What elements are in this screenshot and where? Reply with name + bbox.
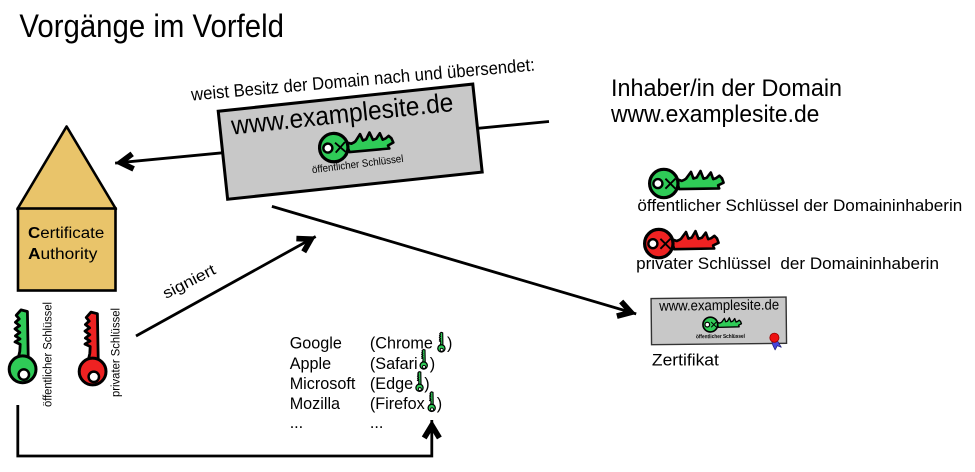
svg-text:Inhaber/in der Domain: Inhaber/in der Domain (611, 75, 842, 102)
svg-text:www.examplesite.de: www.examplesite.de (658, 297, 779, 314)
svg-text:(Chrome: (Chrome (370, 335, 433, 353)
svg-text:): ) (424, 375, 429, 393)
svg-text:(Safari: (Safari (370, 355, 418, 373)
svg-text:www.examplesite.de: www.examplesite.de (610, 101, 819, 128)
svg-text:): ) (430, 355, 435, 373)
svg-text:...: ... (370, 414, 384, 432)
svg-text:privater Schlüssel der Domain: privater Schlüssel der Domaininhaberin (636, 254, 939, 273)
svg-text:Mozilla: Mozilla (290, 395, 340, 413)
svg-text:): ) (447, 335, 452, 353)
svg-text:Apple: Apple (290, 355, 331, 373)
svg-text:Authority: Authority (28, 246, 98, 263)
svg-text:Microsoft: Microsoft (290, 375, 356, 393)
svg-text:öffentlicher Schlüssel der Dom: öffentlicher Schlüssel der Domaininhaber… (637, 196, 962, 215)
svg-text:...: ... (290, 414, 304, 432)
svg-text:öffentlicher Schlüssel: öffentlicher Schlüssel (43, 302, 55, 407)
svg-text:(Firefox: (Firefox (370, 395, 425, 413)
svg-text:): ) (437, 395, 442, 413)
svg-text:Vorgänge im Vorfeld: Vorgänge im Vorfeld (19, 8, 284, 44)
svg-text:Zertifikat: Zertifikat (652, 350, 719, 369)
svg-text:Google: Google (290, 335, 342, 353)
svg-text:(Edge: (Edge (370, 375, 413, 393)
svg-text:privater Schlüssel: privater Schlüssel (111, 308, 123, 397)
svg-text:öffentlicher Schlüssel: öffentlicher Schlüssel (696, 334, 745, 341)
svg-text:Certificate: Certificate (28, 225, 104, 242)
